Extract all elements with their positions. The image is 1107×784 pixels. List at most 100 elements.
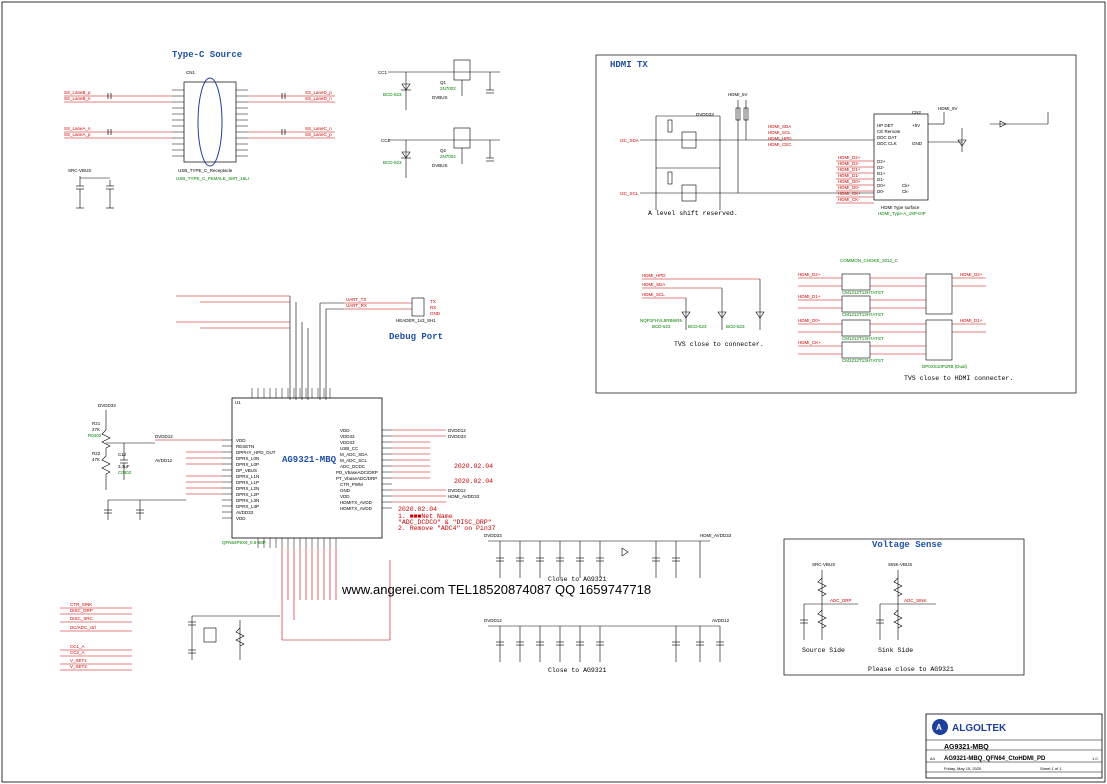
hdmi-pin-hp: HP DET bbox=[877, 123, 894, 128]
r21-val: 27K bbox=[92, 427, 100, 432]
hdmi-pin-d2n: D2- bbox=[877, 165, 885, 170]
tvs-part-4: BCD-523 bbox=[652, 324, 671, 329]
pin-r-1: VDD33 bbox=[340, 434, 355, 439]
rev-note-2: 2. Remove "ADC4" on Pin37 bbox=[398, 525, 496, 532]
reset-dvdd33: DVDD33 bbox=[98, 403, 116, 408]
dvdd12-right2: DVDD12 bbox=[448, 488, 466, 493]
pin-r-3: USB_CC bbox=[340, 446, 359, 451]
usb-part: USB_TYPE_C_FEMALE_SMT_16LI bbox=[176, 176, 249, 181]
title-block-doc: AG9321-MBQ_QFN64_CtoHDMI_PD bbox=[944, 756, 1046, 762]
tvs-net-sda: HDMI_SDA bbox=[642, 282, 665, 287]
avdd12-label: AVDD12 bbox=[155, 458, 173, 463]
sink-side-note: Sink Side bbox=[878, 647, 913, 654]
r21-ref: R21 bbox=[92, 421, 101, 426]
usb-c-outline bbox=[197, 77, 223, 167]
chip-ref: U1 bbox=[235, 400, 241, 405]
hdmi-pin-ddcc: DDC CLK bbox=[877, 141, 897, 146]
hdmi-avdd33-right: HDMI_AVDD33 bbox=[448, 494, 480, 499]
pin-r-0: VDD bbox=[340, 428, 350, 433]
pin-l-6: DPRX_L1N bbox=[236, 474, 259, 479]
usb-c-connector bbox=[183, 81, 237, 163]
close-note-1: Close to AG9321 bbox=[548, 576, 607, 583]
cc1-label: CC1 bbox=[378, 70, 387, 75]
typec-source-section: Type-C Source CN1 USB_TYPE_C_Receptacle … bbox=[64, 50, 335, 209]
dec-avdd12: AVDD12 bbox=[712, 618, 730, 623]
voltage-sense-box bbox=[783, 538, 1025, 676]
debug-header: HEADER_1x3_SH1 bbox=[396, 318, 436, 323]
pin-r-11: VDD bbox=[340, 494, 350, 499]
hdmi-d1p: HDMI_D1+ bbox=[838, 167, 861, 172]
debug-title: Debug Port bbox=[389, 332, 443, 342]
typec-net-left-0: SS_LaneB_p bbox=[64, 90, 91, 95]
tvs-dual: DP0XS10P1RB (Dual) bbox=[922, 364, 968, 369]
pin-r-10: GND bbox=[340, 488, 351, 493]
hdmi-tx-box bbox=[595, 54, 1077, 394]
pin-r-6: ADC_DCDC bbox=[340, 464, 366, 469]
svg-text:A: A bbox=[936, 723, 942, 732]
watermark-text: www.angerei.com TEL18520874087 QQ 165974… bbox=[341, 582, 651, 597]
pin-l-5: DP_VBUS bbox=[236, 468, 257, 473]
dec-hdmi-avdd33: HDMI_AVDD33 bbox=[700, 533, 732, 538]
cmc-net-d0p: HDMI_D0+ bbox=[798, 318, 821, 323]
cmc-3: CM1212T13H7ATST bbox=[842, 336, 884, 341]
typec-net-right-0: SS_LaneD_p bbox=[305, 90, 332, 95]
close-note-2: Close to AG9321 bbox=[548, 667, 607, 674]
vs-sink-vbus: SINK-VBUS bbox=[888, 562, 912, 567]
hdmi-d2n: HDMI_D2- bbox=[838, 161, 860, 166]
hdmi-pin-d0n: D0- bbox=[877, 189, 885, 194]
company-name: ALGOLTEK bbox=[952, 723, 1007, 734]
uart-rx: UART_RX bbox=[346, 303, 367, 308]
tvs-note-2: TVS close to HDMI connecter. bbox=[904, 375, 1013, 382]
tvs-part-3: BCD-523 bbox=[726, 324, 745, 329]
title-block-date: Friday, May 15, 2020 bbox=[944, 766, 982, 771]
hdmi-cec-net: HDMI_CEC bbox=[768, 142, 792, 147]
chip-package: QFN64P9X9_0.5-65P bbox=[222, 540, 266, 545]
r22-val: 47K bbox=[92, 457, 100, 462]
ctrl-6: V_SET1 bbox=[70, 658, 87, 663]
hdmi-5v-2: HDMI_5V bbox=[938, 106, 958, 111]
hdmi-pin-5v: +5V bbox=[912, 123, 920, 128]
hdmi-hpd-net: HDMI_HPD bbox=[768, 136, 792, 141]
dvbus-1: DVBUS bbox=[432, 95, 448, 100]
typec-net-left-2: SS_LaneA_n bbox=[64, 126, 91, 131]
hdmi-5v-1: HDMI_5V bbox=[728, 92, 748, 97]
ctrl-5: CC2_A bbox=[70, 650, 85, 655]
rev-date-1: 2020.02.04 bbox=[454, 463, 493, 470]
usb-ref: CN1 bbox=[186, 70, 195, 75]
pin-r-4: M_ADC_SDA bbox=[340, 452, 368, 457]
rev-note-1: 1. ■■■Net Name bbox=[398, 513, 453, 520]
title-block-title: AG9321-MBQ bbox=[944, 744, 989, 751]
vs-src-vbus: SRC-VBUS bbox=[812, 562, 835, 567]
dvdd12-label: DVDD12 bbox=[155, 434, 173, 439]
cmc-2: CM1212T13H7ATST bbox=[842, 312, 884, 317]
title-block: A ALGOLTEK AG9321-MBQ AG9321-MBQ_QFN64_C… bbox=[925, 713, 1103, 779]
chip-body bbox=[231, 397, 383, 539]
typec-net-left-1: SS_LaneB_n bbox=[64, 96, 91, 101]
adc-drp: ADC_DRP bbox=[830, 598, 852, 603]
voltage-sense-section: Voltage Sense SRC-VBUS SINK-VBUS ADC_DRP… bbox=[783, 538, 1025, 676]
dec-dvdd12: DVDD12 bbox=[484, 618, 502, 623]
i2c-sda: I2C_SDA bbox=[620, 138, 639, 143]
pin-l-2: DPPHY_HPD_OUT bbox=[236, 450, 276, 455]
q2-part: 2N7002 bbox=[440, 154, 456, 159]
hdmi-d1n: HDMI_D1- bbox=[838, 173, 860, 178]
src-vbus-label: SRC-VBUS bbox=[68, 168, 91, 173]
pin-l-13: VDD bbox=[236, 516, 246, 521]
rev-date-2: 2020.02.04 bbox=[454, 478, 493, 485]
cmc-4: CM1212T13H7ATST bbox=[842, 358, 884, 363]
hdmi-pin-d1n: D1- bbox=[877, 177, 885, 182]
cmc-net-d2p: HDMI_D2+ bbox=[798, 272, 821, 277]
title-block-sheet: Sheet 1 of 1 bbox=[1040, 766, 1062, 771]
tvs-note-1: TVS close to connecter. bbox=[674, 341, 764, 348]
ctrl-4: CC1_A bbox=[70, 644, 85, 649]
hdmi-pin-d2p: D2+ bbox=[877, 159, 886, 164]
c12-val: 3.3uF bbox=[118, 464, 130, 469]
dbg-tx: TX bbox=[430, 299, 436, 304]
pin-l-4: DPRX_L0P bbox=[236, 462, 259, 467]
cc-circuits: CC1 CC2 Q1 Q2 2N7002 2N7002 BCD-523 BCD-… bbox=[378, 59, 500, 178]
hdmi-connector bbox=[873, 113, 929, 201]
q2-ref: Q2 bbox=[440, 148, 447, 153]
ctrl-7: V_SET2 bbox=[70, 664, 87, 669]
typec-net-right-3: SS_LaneC_p bbox=[305, 132, 332, 137]
dvbus-2: DVBUS bbox=[432, 163, 448, 168]
